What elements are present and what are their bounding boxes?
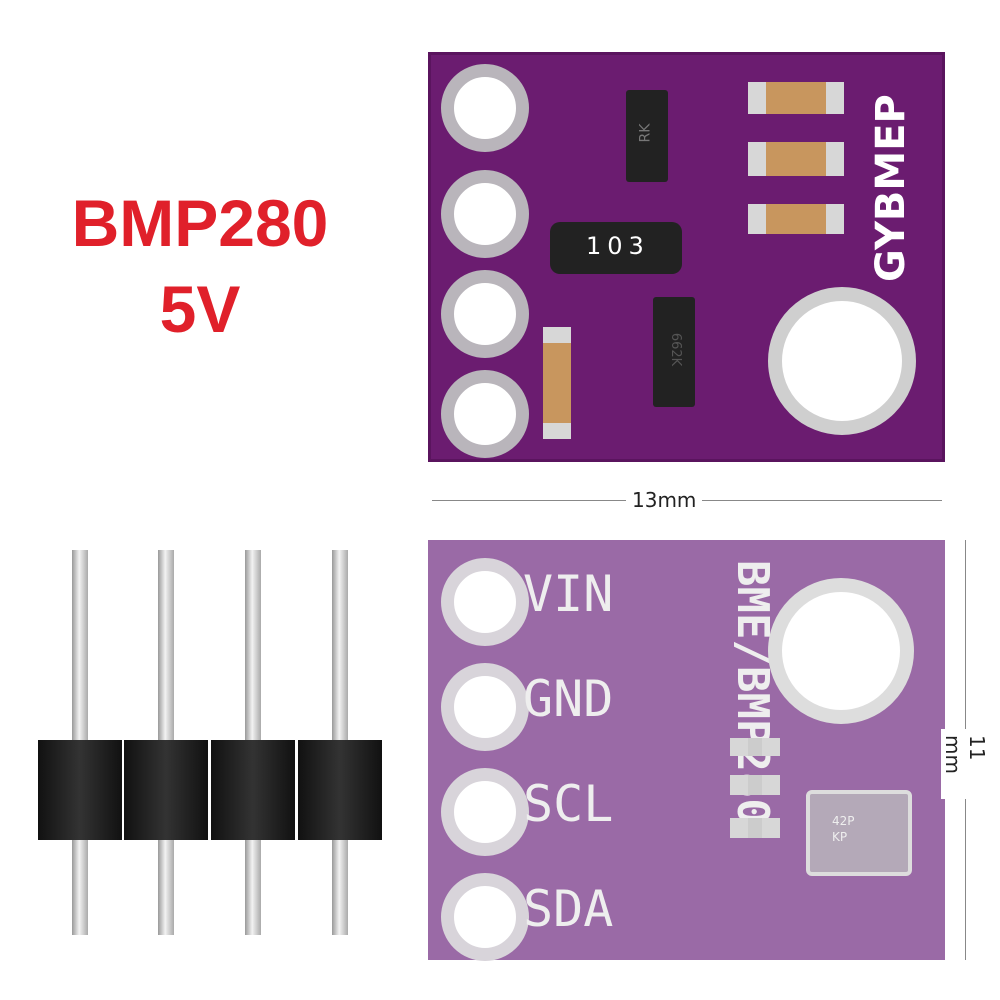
- sensor-marking: KP: [832, 830, 848, 844]
- board-silkscreen: GYBMEP: [868, 94, 914, 282]
- regulator-marking: 662K: [668, 332, 684, 367]
- pcb-bottom-view: VIN GND SCL SDA BME/BMP280 42P KP: [428, 540, 945, 961]
- resistor-code: 103: [586, 232, 650, 260]
- pin-pad: [441, 663, 529, 751]
- pin-pad: [441, 64, 529, 152]
- pin-pad: [441, 270, 529, 358]
- ic-marking: RK: [637, 123, 654, 143]
- pin-label-vin: VIN: [523, 565, 614, 623]
- smd-component: [730, 818, 780, 838]
- smd-component: [730, 775, 780, 795]
- model-name: BMP280: [71, 186, 329, 260]
- height-dimension-label: 11 mm: [941, 729, 989, 799]
- pin-pad: [441, 170, 529, 258]
- pin-pad: [441, 370, 529, 458]
- width-dimension-label: 13mm: [626, 488, 703, 512]
- smd-component: [730, 738, 780, 756]
- voltage-label: 5V: [159, 272, 241, 346]
- pin-label-gnd: GND: [523, 670, 614, 728]
- header-housing: [38, 740, 122, 840]
- pin-pad: [441, 768, 529, 856]
- smd-capacitor: [748, 204, 844, 234]
- smd-capacitor: [748, 142, 844, 176]
- mounting-hole: [768, 287, 916, 435]
- pin-label-sda: SDA: [523, 880, 614, 938]
- smd-capacitor: [748, 82, 844, 114]
- pin-pad: [441, 873, 529, 961]
- voltage-regulator: 662K: [653, 297, 695, 407]
- smd-capacitor: [543, 327, 571, 439]
- header-housing: [298, 740, 382, 840]
- sensor-marking: 42P: [832, 814, 855, 828]
- pin-pad: [441, 558, 529, 646]
- product-title: BMP280 5V: [30, 180, 370, 352]
- pcb-top-view: RK 103 662K GYBMEP: [428, 52, 945, 462]
- pin-label-scl: SCL: [523, 775, 614, 833]
- pressure-sensor-chip: 42P KP: [806, 790, 912, 876]
- ic-chip: RK: [626, 90, 668, 182]
- header-housing: [211, 740, 295, 840]
- resistor-array: 103: [550, 222, 682, 274]
- mounting-hole: [768, 578, 914, 724]
- header-housing: [124, 740, 208, 840]
